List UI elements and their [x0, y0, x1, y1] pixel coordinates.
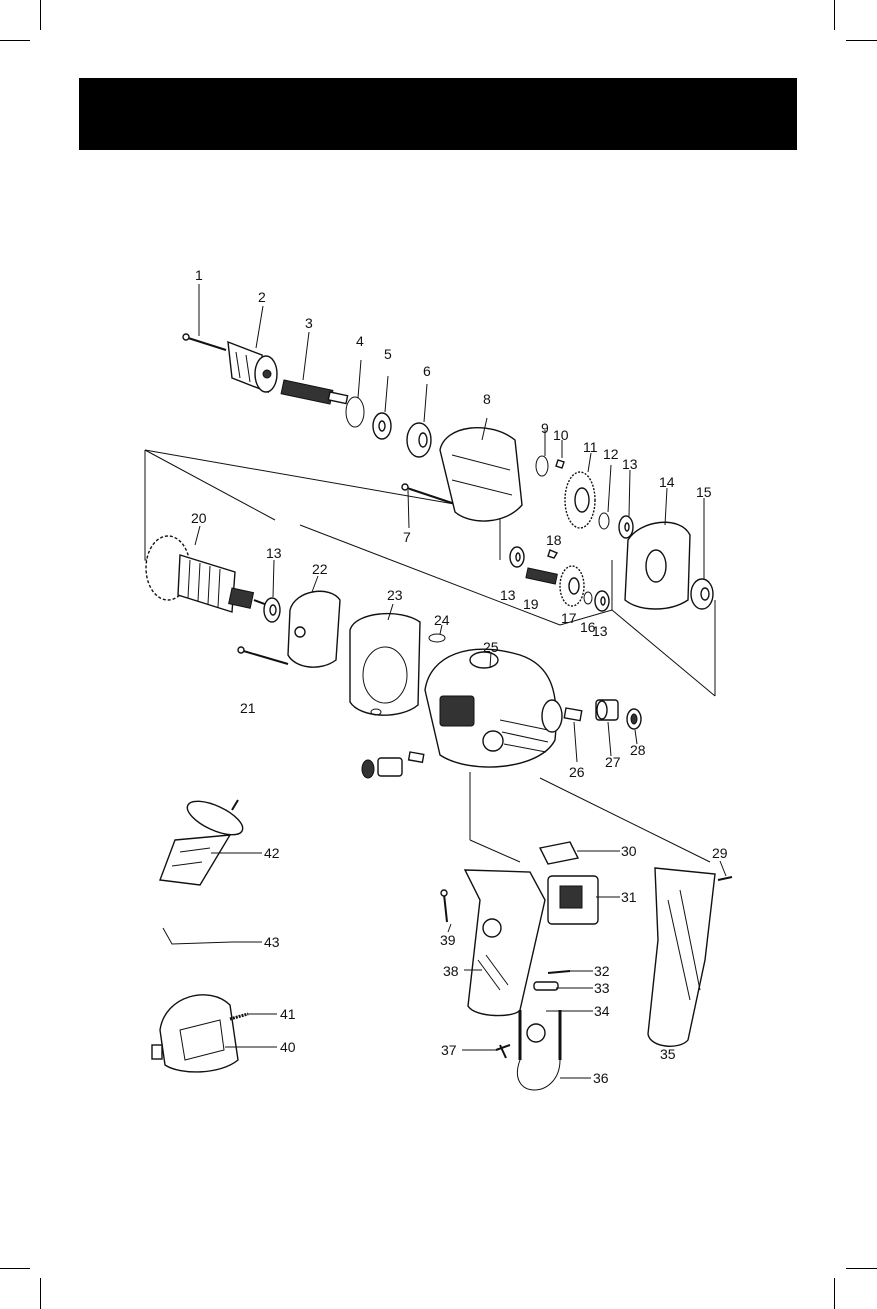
label-22: 22: [312, 561, 328, 577]
label-13d: 13: [266, 545, 282, 561]
label-27: 27: [605, 754, 621, 770]
label-15: 15: [696, 484, 712, 500]
label-40: 40: [280, 1039, 296, 1055]
label-3: 3: [305, 315, 313, 331]
part-key-10: [556, 460, 564, 468]
label-34: 34: [594, 1003, 610, 1019]
part-bearing-13a: [619, 516, 633, 538]
part-gear-housing-8: [440, 428, 522, 521]
part-chuck-2: [228, 342, 277, 392]
part-brush-holder-27: [596, 700, 618, 720]
part-ring-12: [599, 513, 609, 529]
part-screw-29: [718, 877, 732, 880]
part-screw-32: [548, 971, 570, 973]
part-screw-39: [441, 890, 447, 922]
part-handle-left-38: [465, 870, 545, 1016]
label-28: 28: [630, 742, 646, 758]
part-bearing-13c: [595, 591, 609, 611]
part-hex-key-43: [163, 928, 232, 944]
label-38: 38: [443, 963, 459, 979]
label-43: 43: [264, 934, 280, 950]
label-19: 19: [523, 596, 539, 612]
part-motor-housing-25: [425, 649, 562, 767]
label-8: 8: [483, 391, 491, 407]
part-baffle-22: [288, 591, 340, 667]
label-13a: 13: [622, 456, 638, 472]
label-5: 5: [384, 346, 392, 362]
part-switch-31: [548, 876, 598, 924]
label-33: 33: [594, 980, 610, 996]
label-23: 23: [387, 587, 403, 603]
label-26: 26: [569, 764, 585, 780]
label-37: 37: [441, 1042, 457, 1058]
label-25: 25: [483, 639, 499, 655]
label-10: 10: [553, 427, 569, 443]
label-30: 30: [621, 843, 637, 859]
part-brush-cap-28: [627, 709, 641, 729]
label-2: 2: [258, 289, 266, 305]
part-screw-37: [496, 1045, 510, 1058]
label-21: 21: [240, 700, 256, 716]
part-aux-handle-42: [160, 794, 247, 885]
part-gear-cover-40: [152, 995, 238, 1072]
label-1: 1: [195, 267, 203, 283]
part-screw-7: [402, 484, 455, 504]
part-screw-41: [230, 1014, 248, 1019]
part-brush-26: [564, 708, 581, 721]
part-bearing-15: [691, 579, 713, 609]
part-gear-17: [560, 566, 584, 606]
part-cable-sleeve-34: [520, 1010, 560, 1060]
part-gear-11: [565, 472, 595, 528]
label-24: 24: [434, 612, 450, 628]
part-circlip-9: [536, 456, 548, 476]
part-gear-plate-14: [625, 522, 690, 609]
label-39: 39: [440, 932, 456, 948]
part-bearing-6: [407, 423, 431, 457]
label-13b: 13: [500, 587, 516, 603]
label-14: 14: [659, 474, 675, 490]
label-12: 12: [603, 446, 619, 462]
part-ring-24: [429, 634, 445, 642]
label-42: 42: [264, 845, 280, 861]
label-36: 36: [593, 1070, 609, 1086]
label-4: 4: [356, 333, 364, 349]
label-7: 7: [403, 529, 411, 545]
label-6: 6: [423, 363, 431, 379]
label-31: 31: [621, 889, 637, 905]
part-shaft-19: [526, 568, 557, 584]
part-bearing-13d: [264, 598, 280, 622]
label-32: 32: [594, 963, 610, 979]
label-29: 29: [712, 845, 728, 861]
part-armature-20: [146, 536, 270, 612]
part-washer-5: [373, 413, 391, 439]
part-handle-right-35: [648, 868, 715, 1046]
part-cable-clamp-33: [534, 982, 558, 990]
label-9: 9: [541, 420, 549, 436]
part-switch-plate-30: [540, 842, 578, 864]
label-41: 41: [280, 1006, 296, 1022]
label-11: 11: [583, 439, 598, 455]
part-brush-cap-left: [362, 752, 424, 778]
part-stator-23: [350, 614, 420, 716]
label-17: 17: [561, 610, 577, 626]
label-18: 18: [546, 532, 562, 548]
part-cable-36: [517, 1060, 560, 1090]
part-ring-16: [584, 592, 592, 604]
part-screw-1: [183, 334, 226, 350]
label-20: 20: [191, 510, 207, 526]
label-35: 35: [660, 1046, 676, 1062]
part-key-18: [548, 550, 557, 558]
part-bearing-13b: [510, 547, 524, 567]
label-13c: 13: [592, 623, 608, 639]
part-spindle-3: [281, 380, 348, 404]
part-screw-21: [238, 647, 288, 664]
part-circlip-4: [346, 397, 364, 427]
